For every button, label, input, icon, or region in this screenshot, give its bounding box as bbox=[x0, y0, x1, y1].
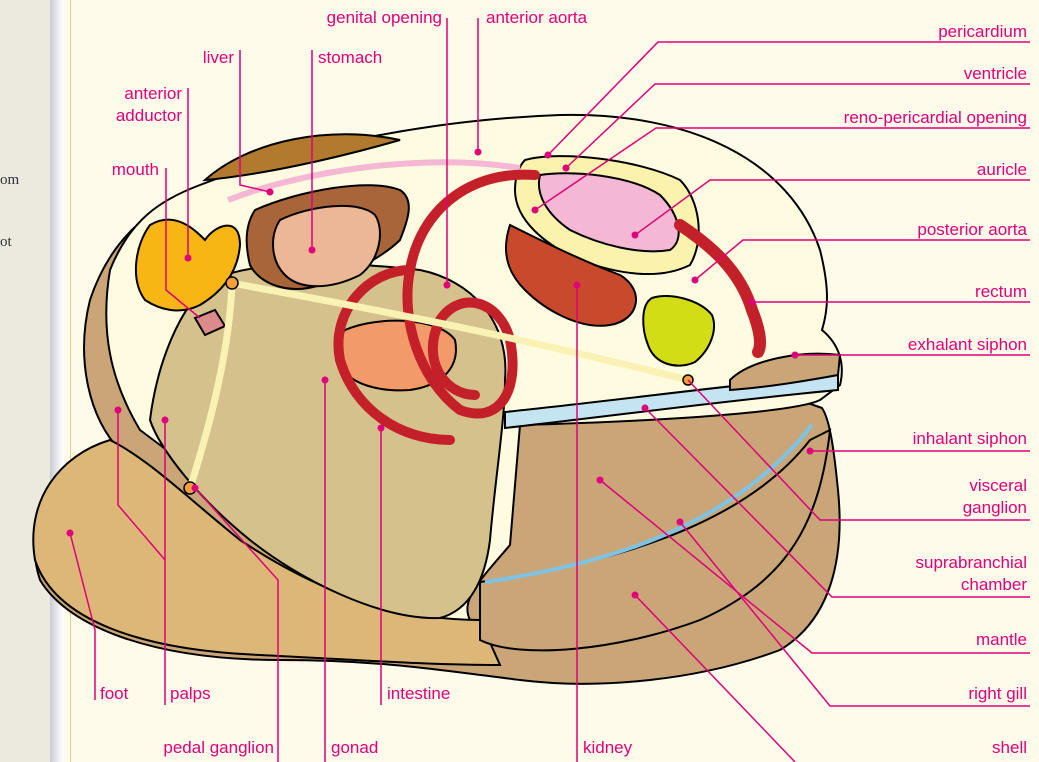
label-pedal-ganglion: pedal ganglion bbox=[163, 738, 274, 758]
label-mouth: mouth bbox=[112, 160, 159, 180]
label-auricle: auricle bbox=[977, 160, 1027, 180]
label-suprabranchial-chamber-line2: chamber bbox=[961, 575, 1027, 595]
label-pericardium: pericardium bbox=[938, 22, 1027, 42]
label-genital-opening: genital opening bbox=[327, 8, 442, 28]
label-stomach: stomach bbox=[318, 48, 382, 68]
label-liver: liver bbox=[203, 48, 234, 68]
label-reno-pericardial-opening: reno-pericardial opening bbox=[844, 108, 1027, 128]
label-inhalant-siphon: inhalant siphon bbox=[913, 429, 1027, 449]
label-visceral-ganglion-line2: ganglion bbox=[963, 498, 1027, 518]
label-rectum: rectum bbox=[975, 282, 1027, 302]
label-ventricle: ventricle bbox=[964, 64, 1027, 84]
label-mantle: mantle bbox=[976, 630, 1027, 650]
label-exhalant-siphon: exhalant siphon bbox=[908, 335, 1027, 355]
label-anterior-adductor-line1: anterior bbox=[124, 84, 182, 104]
label-intestine: intestine bbox=[387, 684, 450, 704]
label-suprabranchial-chamber-line1: suprabranchial bbox=[915, 553, 1027, 573]
exhalant-siphon-pad bbox=[643, 296, 714, 366]
label-shell: shell bbox=[992, 738, 1027, 758]
label-posterior-aorta: posterior aorta bbox=[917, 220, 1027, 240]
label-right-gill: right gill bbox=[968, 684, 1027, 704]
label-visceral-ganglion-line1: visceral bbox=[969, 476, 1027, 496]
cerebral-ganglion bbox=[226, 277, 238, 289]
label-gonad: gonad bbox=[331, 738, 378, 758]
label-palps: palps bbox=[170, 684, 211, 704]
label-foot: foot bbox=[100, 684, 128, 704]
label-kidney: kidney bbox=[583, 738, 632, 758]
label-anterior-adductor-line2: adductor bbox=[116, 106, 182, 126]
label-anterior-aorta: anterior aorta bbox=[486, 8, 587, 28]
